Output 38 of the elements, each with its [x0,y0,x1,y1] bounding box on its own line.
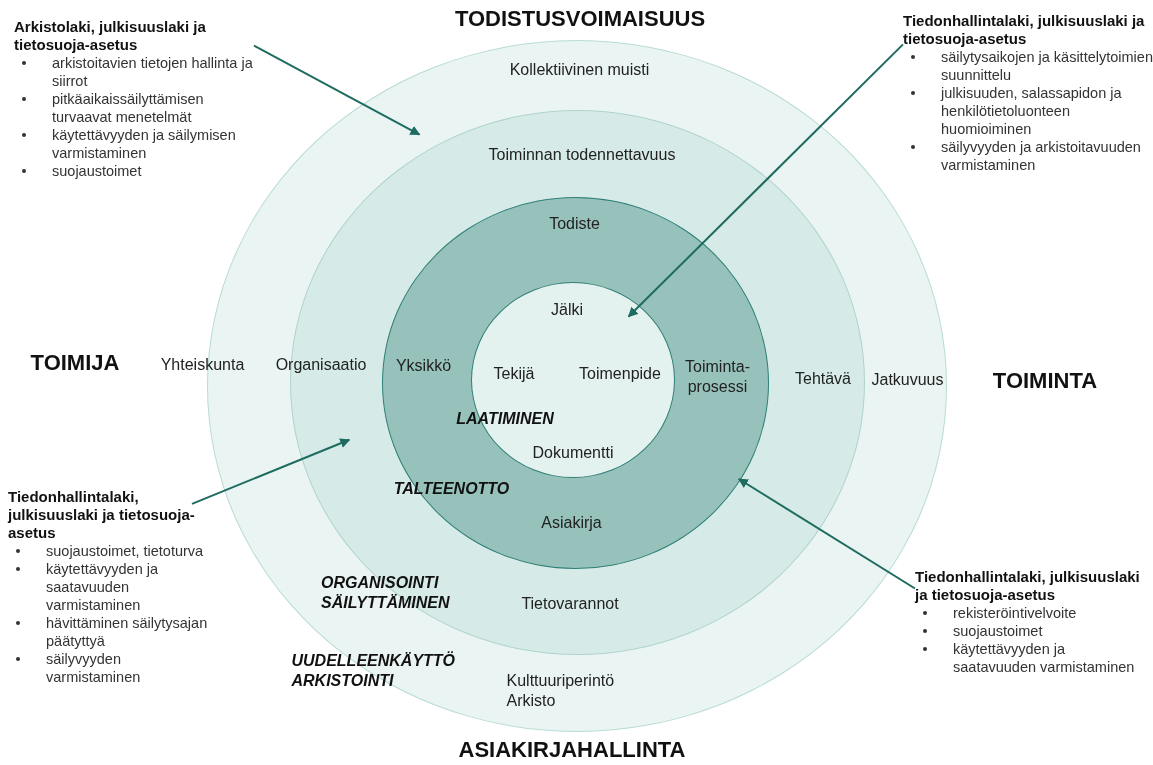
ring-label: Toimenpide [579,364,661,384]
ring-label: Todiste [549,213,600,234]
phase-label: ORGANISOINTI SÄILYTTÄMINEN [321,573,451,613]
bullet-text: suojaustoimet [52,162,143,180]
bullet-text: säilyvyyden varmistaminen [46,650,142,686]
bullet-text: rekisteröintivelvoite [953,604,1078,622]
ring-label: Jatkuvuus [871,369,944,390]
ring-label: Organisaatio [275,355,367,375]
annotation-heading: Arkistolaki, julkisuuslaki ja tietosuoja-asetus [14,18,207,54]
phase-label: TALTEENOTTO [393,478,510,499]
ring-label: Tietovarannot [521,594,619,614]
arrow [191,438,351,505]
arrow [627,43,904,318]
bullet-text: suojaustoimet, tietoturva [46,542,205,560]
bullet-text: käytettävyyden ja saatavuuden varmistaminen [953,640,1136,676]
ring-label: Yhteiskunta [160,354,245,375]
axis-label: ASIAKIRJAHALLINTA [458,737,686,763]
arrow [737,478,916,590]
ring-label: Kollektiivinen muisti [509,59,650,80]
ring-label: Jälki [551,300,583,320]
ring-label: Toiminta- prosessi [684,356,751,397]
phase-label: UUDELLEENKÄYTTÖ ARKISTOINTI [291,650,457,691]
bullet-text: suojaustoimet [953,622,1044,640]
annotation-heading: Tiedonhallintalaki, julkisuuslaki ja tietosuoja-asetus [915,568,1141,604]
annotation-heading: Tiedonhallintalaki, julkisuuslaki ja tietosuoja-asetus [903,12,1146,48]
bullet-text: säilyvyyden ja arkistoitavuuden varmistaminen [941,138,1142,174]
ring-label: Asiakirja [541,512,602,533]
axis-label: TOIMIJA [30,350,120,376]
ring-label: Tehtävä [795,369,851,389]
annotation-heading: Tiedonhallintalaki, julkisuuslaki ja tietosuoja-asetus [8,488,196,542]
axis-label: TODISTUSVOIMAISUUS [454,6,706,32]
ring-label: Yksikkö [395,355,452,376]
axis-label: TOIMINTA [992,368,1098,394]
arrow [253,44,421,136]
ring-label: Kulttuuriperintö Arkisto [506,670,616,711]
ring-label: Tekijä [493,364,535,384]
ring-label: Toiminnan todennettavuus [488,145,676,165]
ring-label: Dokumentti [532,443,614,463]
